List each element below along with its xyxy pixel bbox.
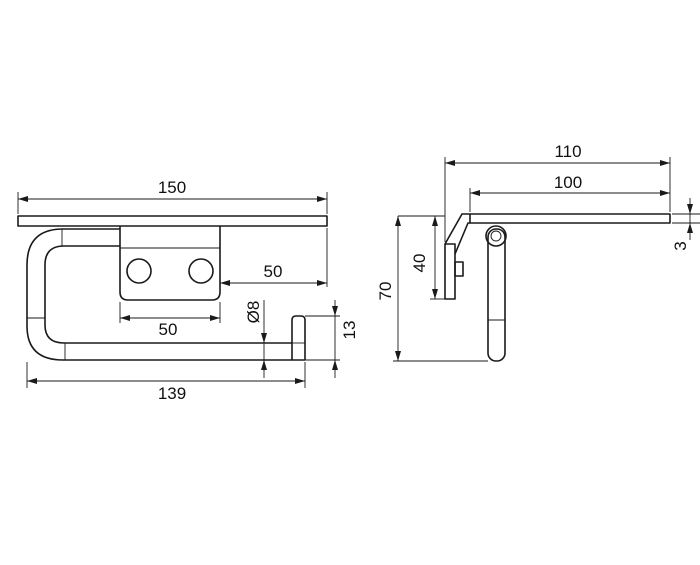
dim-overall-height-label: 70 (376, 282, 395, 301)
front-end-cap (291, 315, 306, 360)
dim-rod-diameter: Ø8 (244, 300, 292, 378)
front-mounting-bracket (119, 226, 221, 301)
side-wall-plate (444, 243, 456, 300)
front-view: 150 50 50 Ø8 (17, 178, 359, 403)
side-screw-block (454, 261, 464, 277)
dim-rod-diameter-label: Ø8 (244, 301, 263, 324)
mounting-hole-right (188, 258, 214, 284)
dim-plate-height: 40 (398, 215, 445, 300)
dim-overall-width-label: 150 (158, 178, 186, 197)
dim-shelf-depth-label: 100 (554, 173, 582, 192)
dim-plate-height-label: 40 (410, 254, 429, 273)
side-view: 110 100 3 40 (376, 142, 700, 362)
dim-plate-to-end-label: 50 (264, 262, 283, 281)
mounting-hole-left (126, 258, 152, 284)
dim-overall-depth: 110 (444, 142, 671, 242)
dim-shelf-depth: 100 (469, 173, 670, 212)
side-rod (487, 228, 506, 362)
dim-overall-height: 70 (376, 216, 488, 362)
dim-overall-width: 150 (17, 178, 328, 214)
front-holder-tube (26, 228, 305, 361)
dim-hole-spacing-label: 50 (159, 320, 178, 339)
dim-tube-span-label: 139 (158, 384, 186, 403)
dim-plate-to-end: 50 (220, 228, 328, 287)
dim-end-cap-height-label: 13 (340, 321, 359, 340)
front-shelf-plate (17, 215, 328, 227)
side-rod-mount (485, 225, 507, 247)
side-shelf (469, 213, 671, 224)
side-bracket-arm (444, 213, 470, 255)
dim-hole-spacing: 50 (119, 302, 221, 339)
dim-shelf-thickness-label: 3 (671, 241, 690, 250)
dim-overall-depth-label: 110 (554, 142, 581, 161)
dim-tube-span: 139 (26, 362, 306, 403)
dim-end-cap-height: 13 (305, 300, 359, 378)
dim-shelf-thickness: 3 (671, 198, 700, 251)
